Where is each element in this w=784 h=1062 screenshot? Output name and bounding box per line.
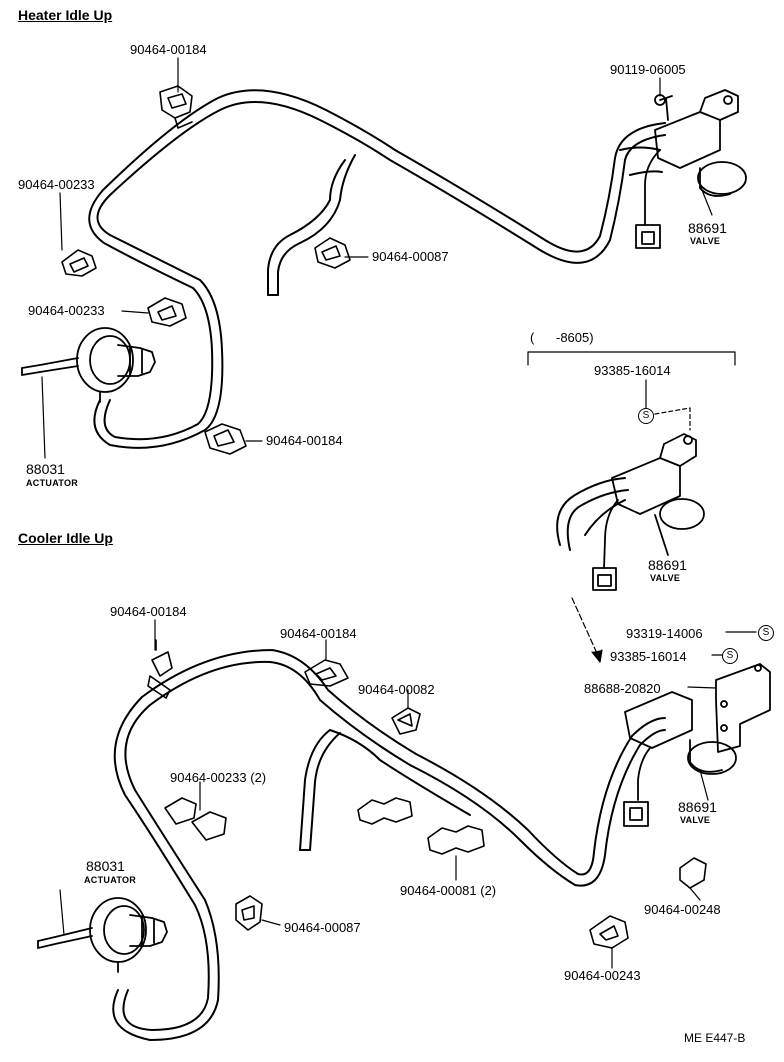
heater-clip-top xyxy=(159,85,193,129)
heater-clip-mid-label: 90464-00087 xyxy=(372,249,449,264)
cooler-hose xyxy=(112,649,666,1041)
cooler-leaders xyxy=(59,619,757,969)
cooler-bolt-label: 93319-14006 xyxy=(626,626,703,641)
variant-bracket xyxy=(527,351,736,431)
cooler-clip-b xyxy=(304,659,349,687)
cooler-clip-e-label: 90464-00081 (2) xyxy=(400,883,497,898)
heater-actuator xyxy=(21,327,156,403)
heater-clip-bottom xyxy=(204,423,247,455)
variant-hose xyxy=(556,477,629,551)
variant-valve-name: VALVE xyxy=(650,573,681,583)
cooler-valve xyxy=(623,691,737,827)
cooler-clip-e1 xyxy=(357,797,413,825)
variant-screw-label: 93385-16014 xyxy=(594,363,671,378)
variant-range-label: ( -8605) xyxy=(530,330,594,345)
cooler-clip-e2 xyxy=(427,825,485,855)
heater-clip-left2-label: 90464-00233 xyxy=(28,303,105,318)
cooler-clip-b-label: 90464-00184 xyxy=(280,626,357,641)
heater-actuator-name: ACTUATOR xyxy=(26,478,79,488)
cooler-clip-d xyxy=(164,797,227,841)
cooler-clip-a-label: 90464-00184 xyxy=(110,604,187,619)
variant-valve-number: 88691 xyxy=(648,557,687,573)
heater-clip-left2 xyxy=(147,297,187,327)
cooler-section-title: Cooler Idle Up xyxy=(18,530,113,546)
cooler-actuator-name: ACTUATOR xyxy=(84,875,137,885)
cooler-clip-f-label: 90464-00087 xyxy=(284,920,361,935)
cooler-clip-c xyxy=(391,707,421,735)
heater-screw-label: 90119-06005 xyxy=(610,62,686,77)
cooler-clip-g-label: 90464-00248 xyxy=(644,902,721,917)
cooler-bracket-label: 88688-20820 xyxy=(584,681,661,696)
cooler-clip-a xyxy=(147,639,173,699)
cooler-clip-f xyxy=(235,895,263,931)
heater-clip-bottom-label: 90464-00184 xyxy=(266,433,343,448)
cooler-valve-number: 88691 xyxy=(678,799,717,815)
heater-clip-left1-label: 90464-00233 xyxy=(18,177,95,192)
cooler-screw-label: 93385-16014 xyxy=(610,649,687,664)
cooler-clip-g xyxy=(679,857,707,889)
variant-valve xyxy=(592,433,705,591)
heater-clip-top-label: 90464-00184 xyxy=(130,42,207,57)
cooler-valve-name: VALVE xyxy=(680,815,711,825)
heater-valve xyxy=(635,89,747,249)
variant-arrow xyxy=(571,597,603,663)
cooler-screw-s-mark: S xyxy=(722,648,738,664)
cooler-actuator-number: 88031 xyxy=(86,858,125,874)
heater-valve-name: VALVE xyxy=(690,236,721,246)
cooler-clip-c-label: 90464-00082 xyxy=(358,682,435,697)
heater-leaders xyxy=(41,57,713,459)
heater-valve-number: 88691 xyxy=(688,220,727,236)
cooler-bracket xyxy=(715,663,771,753)
cooler-bolt-s-mark: S xyxy=(758,625,774,641)
reference-code: ME E447-B xyxy=(684,1031,746,1045)
variant-s-mark: S xyxy=(638,408,654,424)
heater-clip-left1 xyxy=(61,249,97,277)
cooler-clip-d-label: 90464-00233 (2) xyxy=(170,770,267,785)
cooler-clip-h-label: 90464-00243 xyxy=(564,968,641,983)
heater-actuator-number: 88031 xyxy=(26,461,65,477)
heater-clip-mid xyxy=(314,237,351,269)
cooler-clip-h xyxy=(589,915,629,949)
cooler-actuator xyxy=(37,897,168,973)
heater-hose xyxy=(88,89,666,449)
heater-section-title: Heater Idle Up xyxy=(18,7,113,23)
